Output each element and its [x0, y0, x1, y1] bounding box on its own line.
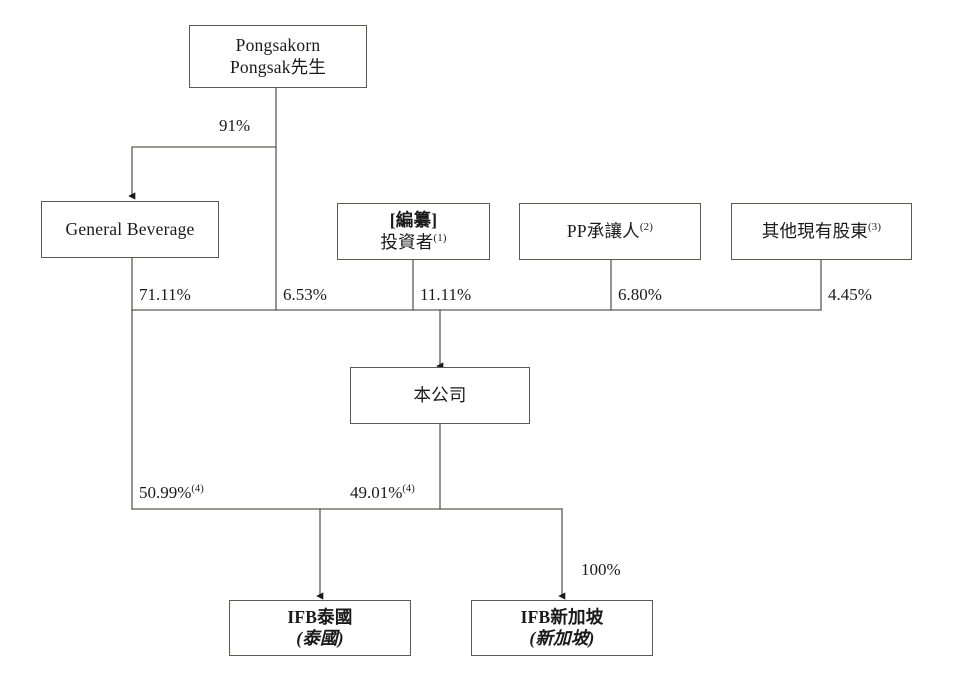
edge-label-pp-transferee-to-company: 6.80%: [618, 285, 662, 304]
node-general-beverage[interactable]: General Beverage: [41, 201, 219, 258]
edge-pongsakorn-to-general-beverage: [128, 146, 277, 200]
node-investor[interactable]: [編纂] 投資者(1): [337, 203, 490, 260]
node-investor-footnote: (1): [433, 231, 447, 244]
node-company[interactable]: 本公司: [350, 367, 530, 424]
node-investor-bracket-label: [編纂]: [389, 210, 438, 231]
edge-label-ifb-singapore-full-ownership: 100%: [581, 560, 621, 579]
node-pongsakorn-line2: Pongsak先生: [229, 56, 327, 77]
edge-label-other-shareholders-to-company: 4.45%: [828, 285, 872, 304]
node-ifb-singapore[interactable]: IFB新加坡 (新加坡): [471, 600, 653, 656]
edge-label-investor-to-company: 11.11%: [420, 285, 472, 304]
node-ifb-singapore-label: IFB新加坡: [520, 606, 604, 627]
node-pp-transferee[interactable]: PP承讓人(2): [519, 203, 701, 260]
edge-label-company-to-ifb-singapore-footnote: (4): [402, 483, 415, 495]
node-pongsakorn[interactable]: Pongsakorn Pongsak先生: [189, 25, 367, 88]
node-other-shareholders-label: 其他現有股東(3): [761, 220, 882, 241]
node-general-beverage-label: General Beverage: [65, 218, 195, 239]
edge-label-general-beverage-to-company: 71.11%: [139, 285, 191, 304]
node-ifb-singapore-jurisdiction: (新加坡): [529, 628, 595, 648]
edge-label-pongsakorn-to-company: 6.53%: [283, 285, 327, 304]
node-investor-label: 投資者(1): [380, 231, 447, 252]
node-company-label: 本公司: [413, 384, 467, 405]
edge-label-company-to-ifb-thailand: 50.99%(4): [139, 483, 204, 502]
node-ifb-thailand-jurisdiction: (泰國): [296, 628, 344, 648]
node-other-shareholders-footnote: (3): [867, 221, 882, 233]
node-pp-transferee-footnote: (2): [639, 221, 654, 233]
node-other-shareholders[interactable]: 其他現有股東(3): [731, 203, 912, 260]
node-ifb-thailand[interactable]: IFB泰國 (泰國): [229, 600, 411, 656]
node-ifb-thailand-label: IFB泰國: [287, 606, 353, 627]
node-pongsakorn-line1: Pongsakorn: [235, 35, 321, 56]
edge-label-company-to-ifb-thailand-footnote: (4): [191, 483, 204, 495]
node-pp-transferee-label: PP承讓人(2): [566, 220, 654, 241]
edge-label-company-to-ifb-singapore: 49.01%(4): [350, 483, 415, 502]
edge-label-pongsakorn-to-general-beverage: 91%: [219, 116, 251, 135]
